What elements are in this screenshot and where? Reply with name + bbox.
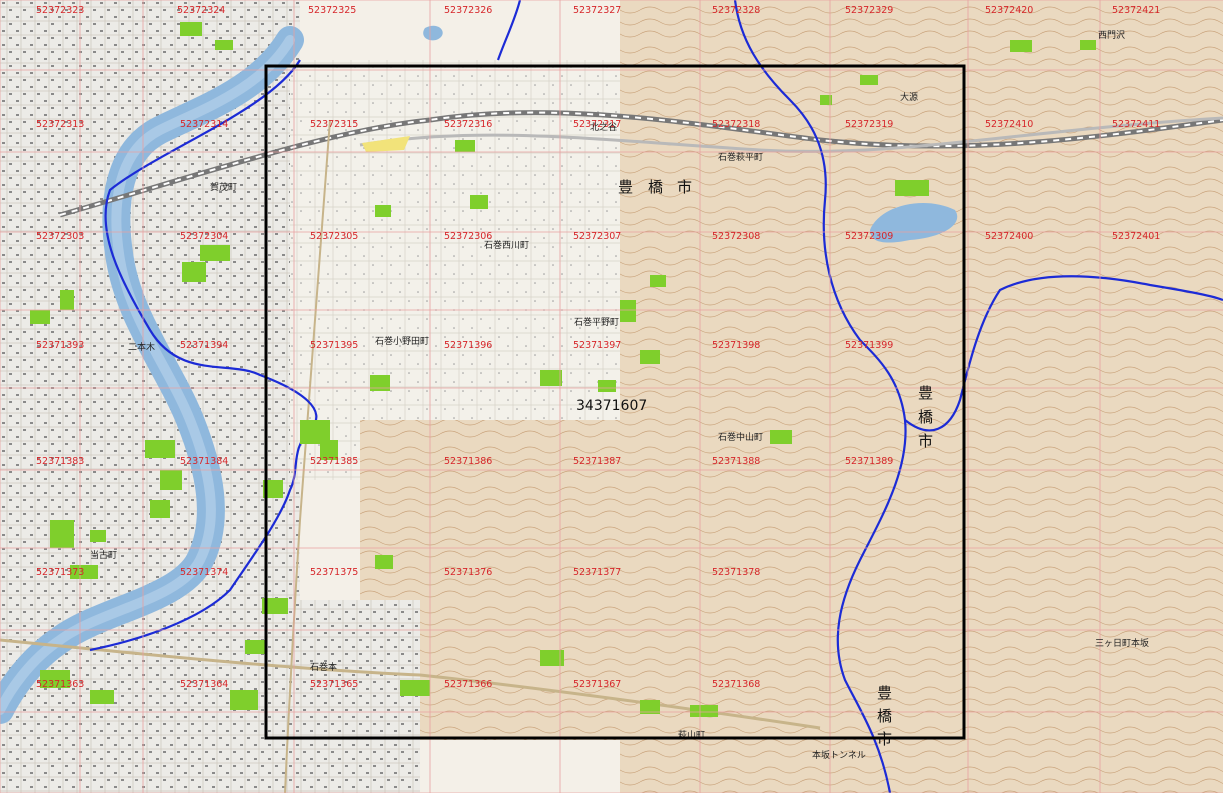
mesh-code-label: 52371373 [36, 567, 84, 578]
place-name-label: 萩山町 [678, 730, 705, 741]
highlighted-mesh-code: 34371607 [576, 398, 647, 414]
city-name-labels: 豊橋市豊橋市豊橋市 [618, 178, 933, 748]
city-name-label: 市 [677, 178, 692, 196]
mesh-code-label: 52372303 [36, 231, 84, 242]
place-name-label: 本坂トンネル [812, 749, 866, 761]
mesh-code-label: 52372327 [573, 5, 621, 16]
river-center [0, 35, 295, 715]
municipal-boundary-west [89, 59, 318, 652]
mesh-code-label: 52371375 [310, 567, 358, 578]
mesh-code-label: 52371399 [845, 340, 893, 351]
mesh-code-label: 52371394 [180, 340, 228, 351]
mesh-code-label: 52371383 [36, 456, 84, 467]
place-name-label: 賀茂町 [210, 181, 237, 193]
mesh-code-label: 52371384 [180, 456, 228, 467]
boundary-east-branch [904, 275, 1223, 432]
place-name-label: 石巻本 [310, 661, 337, 673]
mesh-code-label: 52371374 [180, 567, 228, 578]
place-name-label: 当古町 [90, 549, 117, 561]
place-name-label: 石巻萩平町 [718, 151, 763, 163]
city-name-label: 橋 [648, 178, 663, 196]
mesh-code-label: 52372410 [985, 119, 1033, 130]
mesh-code-label: 52371363 [36, 679, 84, 690]
mesh-code-label: 52371387 [573, 456, 621, 467]
place-name-label: 石巻小野田町 [375, 335, 429, 347]
city-name-label: 橋 [877, 707, 892, 725]
mesh-code-label: 52372309 [845, 231, 893, 242]
mesh-code-label: 52372401 [1112, 231, 1160, 242]
mesh-code-label: 52372421 [1112, 5, 1160, 16]
mesh-code-label: 52371396 [444, 340, 492, 351]
mesh-code-label: 52371393 [36, 340, 84, 351]
city-name-label: 市 [918, 432, 933, 450]
mesh-code-label: 52372317 [573, 119, 621, 130]
expressway [359, 116, 1223, 153]
mesh-code-labels: 52372323 52372324 52372325 52372326 52372327… [36, 5, 1160, 690]
mesh-code-label: 52372319 [845, 119, 893, 130]
mesh-code-label: 52372306 [444, 231, 492, 242]
railway-line-ticks [59, 111, 1223, 216]
city-name-label: 豊 [918, 384, 933, 402]
mesh-code-label: 52372411 [1112, 119, 1160, 130]
place-name-label: 北之谷 [590, 121, 617, 133]
place-name-label: 石巻平野町 [574, 316, 619, 328]
city-name-label: 豊 [877, 684, 892, 702]
mesh-code-label: 52372328 [712, 5, 760, 16]
mesh-code-label: 52372313 [36, 119, 84, 130]
mesh-code-label: 52371398 [712, 340, 760, 351]
mesh-code-label: 52371376 [444, 567, 492, 578]
mesh-code-label: 52372324 [177, 5, 225, 16]
mesh-code-label: 52371389 [845, 456, 893, 467]
mesh-code-label: 52371388 [712, 456, 760, 467]
place-name-label: 大源 [900, 91, 918, 103]
city-name-label: 橋 [918, 408, 933, 426]
mesh-code-label: 52372326 [444, 5, 492, 16]
mesh-code-label: 52372304 [180, 231, 228, 242]
mesh-code-label: 52372325 [308, 5, 356, 16]
mesh-code-label: 52372315 [310, 119, 358, 130]
mesh-code-label: 52371365 [310, 679, 358, 690]
mesh-code-label: 52371364 [180, 679, 228, 690]
mesh-code-label: 52372318 [712, 119, 760, 130]
mesh-code-label: 52372400 [985, 231, 1033, 242]
mesh-code-label: 52372329 [845, 5, 893, 16]
yellow-road-segment [362, 136, 410, 152]
reservoir [870, 202, 958, 243]
place-name-label: 三ヶ日町本坂 [1095, 637, 1149, 649]
vegetation-patches [30, 22, 1096, 717]
mesh-code-label: 52372314 [180, 119, 228, 130]
mesh-code-label: 52372323 [36, 5, 84, 16]
mesh-code-label: 52371378 [712, 567, 760, 578]
pond-north [423, 25, 443, 41]
mesh-code-label: 52372305 [310, 231, 358, 242]
mesh-code-label: 52371368 [712, 679, 760, 690]
mesh-code-label: 52371397 [573, 340, 621, 351]
mesh-code-label: 52372307 [573, 231, 621, 242]
place-name-label: 西門沢 [1098, 29, 1125, 41]
place-name-label: 二本木 [128, 341, 155, 353]
place-name-label: 石巻西川町 [484, 239, 529, 251]
mesh-code-label: 52371367 [573, 679, 621, 690]
selected-area-frame[interactable] [264, 64, 966, 740]
mesh-code-label: 52372308 [712, 231, 760, 242]
mesh-code-label: 52371377 [573, 567, 621, 578]
mesh-code-label: 52371366 [444, 679, 492, 690]
mesh-code-label: 52371385 [310, 456, 358, 467]
place-name-label: 石巻中山町 [718, 431, 763, 443]
mesh-code-label: 52371386 [444, 456, 492, 467]
municipal-boundary-north [496, 0, 522, 61]
city-name-label: 豊 [618, 178, 633, 196]
prefectural-boundary-east [733, 0, 907, 793]
mesh-code-label: 52372420 [985, 5, 1033, 16]
mesh-code-label: 52371395 [310, 340, 358, 351]
mesh-code-label: 52372316 [444, 119, 492, 130]
